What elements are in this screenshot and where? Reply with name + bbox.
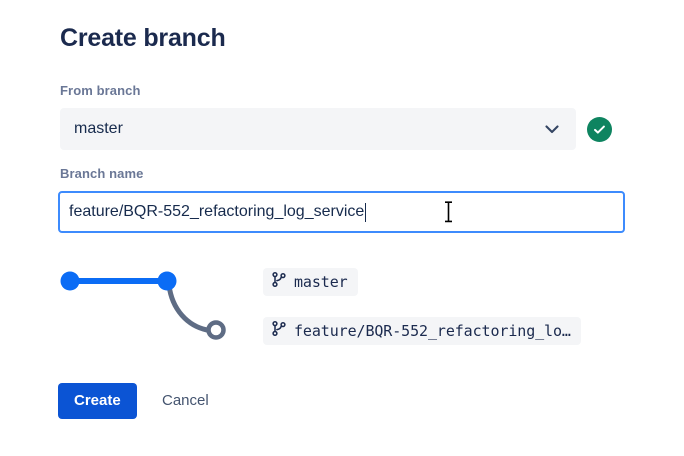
from-branch-value: master <box>74 120 123 137</box>
page-title: Create branch <box>60 24 226 52</box>
commit-node-2 <box>157 271 177 291</box>
git-branch-icon <box>271 271 287 293</box>
branch-name-field: feature/BQR-552_refactoring_log_service <box>58 191 625 233</box>
chip-master-label: master <box>294 273 348 291</box>
commit-node-1 <box>60 271 80 291</box>
branch-head-node <box>206 320 226 340</box>
text-caret <box>365 202 367 222</box>
from-branch-select[interactable]: master <box>60 108 576 150</box>
branch-graph <box>50 258 245 358</box>
chip-feature: feature/BQR-552_refactoring_lo… <box>263 317 581 345</box>
create-button[interactable]: Create <box>58 383 137 419</box>
from-branch-field: master <box>60 108 576 150</box>
branch-name-value: feature/BQR-552_refactoring_log_service <box>69 203 365 220</box>
chip-master: master <box>263 268 358 296</box>
chip-feature-label: feature/BQR-552_refactoring_lo… <box>294 322 571 340</box>
from-branch-label: From branch <box>60 83 141 98</box>
check-circle-icon <box>587 117 612 142</box>
chevron-down-icon[interactable] <box>540 117 564 141</box>
graph-branch-curve <box>166 282 210 333</box>
branch-name-label: Branch name <box>60 166 144 181</box>
git-branch-icon <box>271 320 287 342</box>
branch-name-input[interactable]: feature/BQR-552_refactoring_log_service <box>58 191 625 233</box>
cancel-button[interactable]: Cancel <box>152 383 219 419</box>
